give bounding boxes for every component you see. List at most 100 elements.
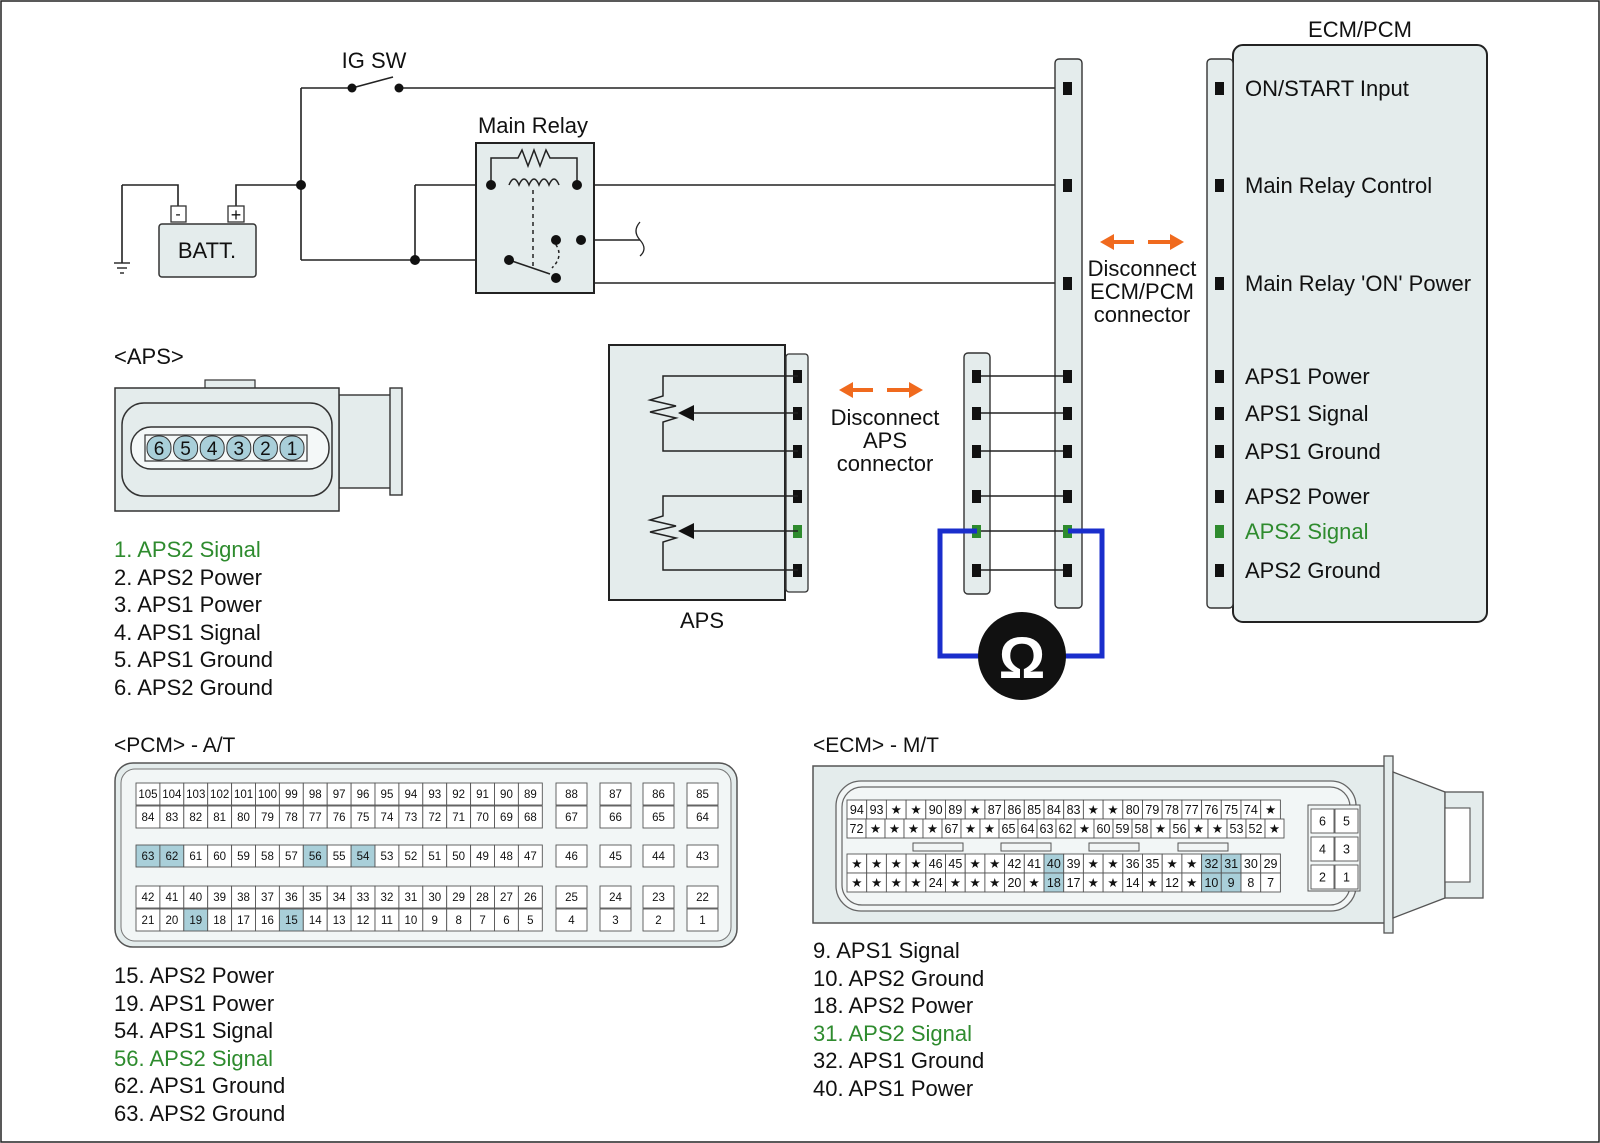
connector-pin: 92 — [446, 782, 472, 806]
svg-text:90: 90 — [929, 803, 943, 817]
connector-pin: 32 — [1201, 853, 1222, 874]
connector-pin: 68 — [517, 805, 543, 829]
connector-pin: 56 — [1169, 818, 1190, 839]
svg-text:19: 19 — [189, 915, 202, 927]
ecm-pin-label: Main Relay 'ON' Power — [1245, 271, 1471, 296]
connector-pin: ★ — [1188, 818, 1209, 839]
svg-text:101: 101 — [234, 789, 253, 801]
svg-text:★: ★ — [891, 876, 902, 890]
connector-pin: 71 — [446, 805, 472, 829]
connector-pin: 46 — [555, 844, 588, 868]
svg-text:42: 42 — [142, 892, 155, 904]
svg-text:★: ★ — [1107, 857, 1118, 871]
connector-pin: 76 — [1201, 799, 1222, 820]
svg-text:★: ★ — [871, 876, 882, 890]
ohmmeter: Ω — [937, 528, 1105, 700]
svg-text:44: 44 — [652, 851, 665, 863]
svg-text:★: ★ — [1193, 822, 1204, 836]
connector-pin: 86 — [642, 782, 675, 806]
ecm-pin-label: APS2 Ground — [1245, 558, 1381, 583]
connector-pin: 87 — [599, 782, 632, 806]
connector-pin: 47 — [517, 844, 543, 868]
svg-text:★: ★ — [1107, 876, 1118, 890]
connector-pin: ★ — [905, 853, 927, 874]
connector-pin: 52 — [1245, 818, 1266, 839]
svg-text:43: 43 — [696, 851, 709, 863]
connector-pin: 35 — [302, 885, 328, 909]
svg-text:83: 83 — [1067, 803, 1081, 817]
connector-pin: 93 — [866, 799, 887, 820]
ecm-pcm-title: ECM/PCM — [1308, 17, 1412, 42]
connector-pin: 83 — [159, 805, 185, 829]
svg-text:46: 46 — [929, 857, 943, 871]
harness-aps-connector — [963, 352, 991, 595]
connector-pin: ★ — [964, 872, 986, 893]
legend-item: 4. APS1 Signal — [114, 619, 261, 645]
svg-text:94: 94 — [404, 789, 417, 801]
aps-sensor: APS — [608, 344, 809, 633]
svg-text:36: 36 — [1126, 857, 1140, 871]
connector-pin: 95 — [374, 782, 400, 806]
connector-pin: 30 — [1240, 853, 1262, 874]
svg-text:89: 89 — [948, 803, 962, 817]
svg-text:75: 75 — [1224, 803, 1238, 817]
connector-pin: 88 — [555, 782, 588, 806]
svg-text:★: ★ — [891, 857, 902, 871]
connector-pin: 84 — [135, 805, 161, 829]
connector-pin: 12 — [1161, 872, 1183, 893]
connector-pin: 55 — [326, 844, 352, 868]
svg-text:9: 9 — [1228, 876, 1235, 890]
connector-pin: 103 — [183, 782, 209, 806]
svg-text:5: 5 — [527, 915, 533, 927]
connector-pin: 44 — [642, 844, 675, 868]
connector-pin: 82 — [183, 805, 209, 829]
svg-text:★: ★ — [910, 803, 921, 817]
svg-text:★: ★ — [851, 857, 862, 871]
disconnect-ecm-label: Disconnect ECM/PCM connector — [1088, 256, 1197, 327]
connector-pin: 87 — [984, 799, 1006, 820]
connector-pin: 73 — [398, 805, 424, 829]
connector-pin: ★ — [1082, 799, 1104, 820]
svg-text:6: 6 — [1319, 815, 1326, 829]
svg-text:connector: connector — [837, 451, 934, 476]
connector-pin: 56 — [302, 844, 328, 868]
svg-text:87: 87 — [988, 803, 1002, 817]
svg-text:20: 20 — [165, 915, 178, 927]
connector-pin: 96 — [350, 782, 376, 806]
legend-item: 10. APS2 Ground — [813, 965, 985, 991]
connector-pin: 80 — [1122, 799, 1143, 820]
legend-item: 3. APS1 Power — [114, 592, 262, 617]
svg-text:50: 50 — [452, 851, 465, 863]
svg-text:21: 21 — [142, 915, 155, 927]
connector-pin: 67 — [555, 805, 588, 829]
svg-text:24: 24 — [929, 876, 943, 890]
aps-connector-title: <APS> — [114, 344, 184, 369]
svg-text:41: 41 — [165, 892, 178, 904]
svg-text:55: 55 — [333, 851, 346, 863]
svg-text:15: 15 — [285, 915, 298, 927]
ecm-pin-label: APS2 Power — [1245, 484, 1370, 509]
connector-pin: 78 — [278, 805, 304, 829]
ecm-pin-label: APS1 Power — [1245, 364, 1370, 389]
connector-pin: 42 — [1004, 853, 1025, 874]
legend-item: 31. APS2 Signal — [813, 1020, 973, 1046]
connector-pin: 34 — [326, 885, 352, 909]
disconnect-aps-arrow-icon — [839, 382, 923, 398]
svg-text:★: ★ — [969, 857, 980, 871]
connector-pin: 36 — [278, 885, 304, 909]
connector-pin: 90 — [494, 782, 519, 806]
svg-text:25: 25 — [565, 892, 578, 904]
svg-text:12: 12 — [1165, 876, 1179, 890]
svg-text:32: 32 — [381, 892, 394, 904]
ohm-icon: Ω — [999, 626, 1046, 691]
connector-pin: 62 — [159, 844, 185, 868]
connector-pin: 67 — [941, 818, 962, 839]
connector-pin: 3 — [1334, 836, 1359, 862]
svg-text:33: 33 — [357, 892, 370, 904]
svg-text:7: 7 — [479, 915, 485, 927]
svg-text:85: 85 — [696, 789, 709, 801]
connector-pin: 22 — [686, 885, 719, 909]
connector-pin: 25 — [555, 885, 588, 909]
aps-pin: 3 — [226, 435, 252, 461]
svg-text:17: 17 — [1067, 876, 1081, 890]
